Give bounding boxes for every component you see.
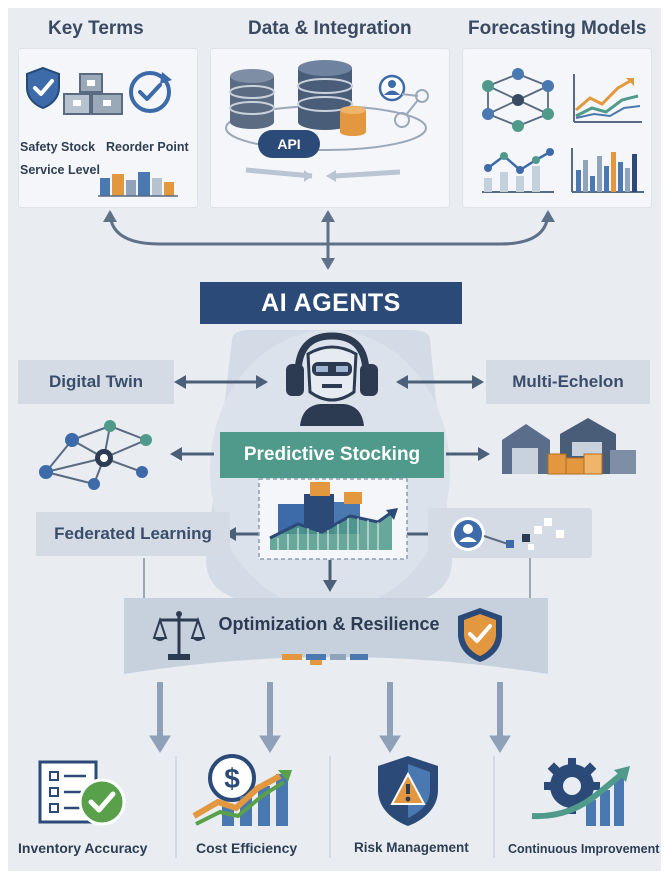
data-integration-graphic: API bbox=[225, 60, 429, 182]
optimization-resilience-label: Optimization & Resilience bbox=[218, 613, 440, 634]
checklist-icon bbox=[38, 760, 126, 826]
continuous-improvement-label: Continuous Improvement bbox=[508, 842, 660, 856]
inventory-bars-icon bbox=[98, 172, 178, 197]
warehouse-icon bbox=[502, 418, 636, 475]
risk-management-label: Risk Management bbox=[354, 840, 469, 855]
robot-head-icon bbox=[286, 332, 378, 426]
shield-check-orange-icon bbox=[458, 608, 502, 662]
service-level-label: Service Level bbox=[20, 163, 100, 177]
safety-stock-label: Safety Stock bbox=[20, 140, 96, 154]
scales-icon bbox=[152, 611, 206, 660]
ai-agents-banner: AI AGENTS bbox=[200, 282, 462, 324]
boxes-icon bbox=[63, 73, 123, 115]
bar-chart-icon bbox=[571, 148, 644, 193]
database-icon bbox=[229, 69, 275, 129]
federated-learning-box: Federated Learning bbox=[36, 512, 230, 556]
shield-check-icon bbox=[26, 66, 60, 110]
database-icon-large bbox=[297, 60, 353, 130]
data-integration-title: Data & Integration bbox=[248, 18, 412, 39]
forecasting-models-title: Forecasting Models bbox=[468, 18, 647, 39]
digital-twin-box: Digital Twin bbox=[18, 360, 174, 404]
user-node-icon bbox=[451, 517, 564, 551]
api-pill-label: API bbox=[277, 136, 300, 152]
network-graph-icon bbox=[39, 420, 152, 490]
gear-growth-icon bbox=[531, 758, 630, 826]
risk-shield-icon bbox=[378, 756, 438, 826]
stocking-chart-graphic bbox=[258, 478, 408, 560]
neural-network-icon bbox=[482, 68, 554, 132]
trend-line-icon bbox=[573, 74, 642, 123]
multi-echelon-box: Multi-Echelon bbox=[486, 360, 650, 404]
cycle-check-icon bbox=[129, 71, 172, 113]
key-terms-title: Key Terms bbox=[48, 18, 144, 39]
line-points-chart-icon bbox=[482, 148, 554, 193]
inventory-accuracy-label: Inventory Accuracy bbox=[18, 840, 148, 856]
reorder-point-label: Reorder Point bbox=[106, 140, 189, 154]
dollar-growth-icon: $ bbox=[192, 754, 292, 826]
cost-efficiency-label: Cost Efficiency bbox=[196, 840, 298, 856]
mini-bars-icon bbox=[282, 654, 368, 665]
svg-text:$: $ bbox=[224, 763, 240, 794]
